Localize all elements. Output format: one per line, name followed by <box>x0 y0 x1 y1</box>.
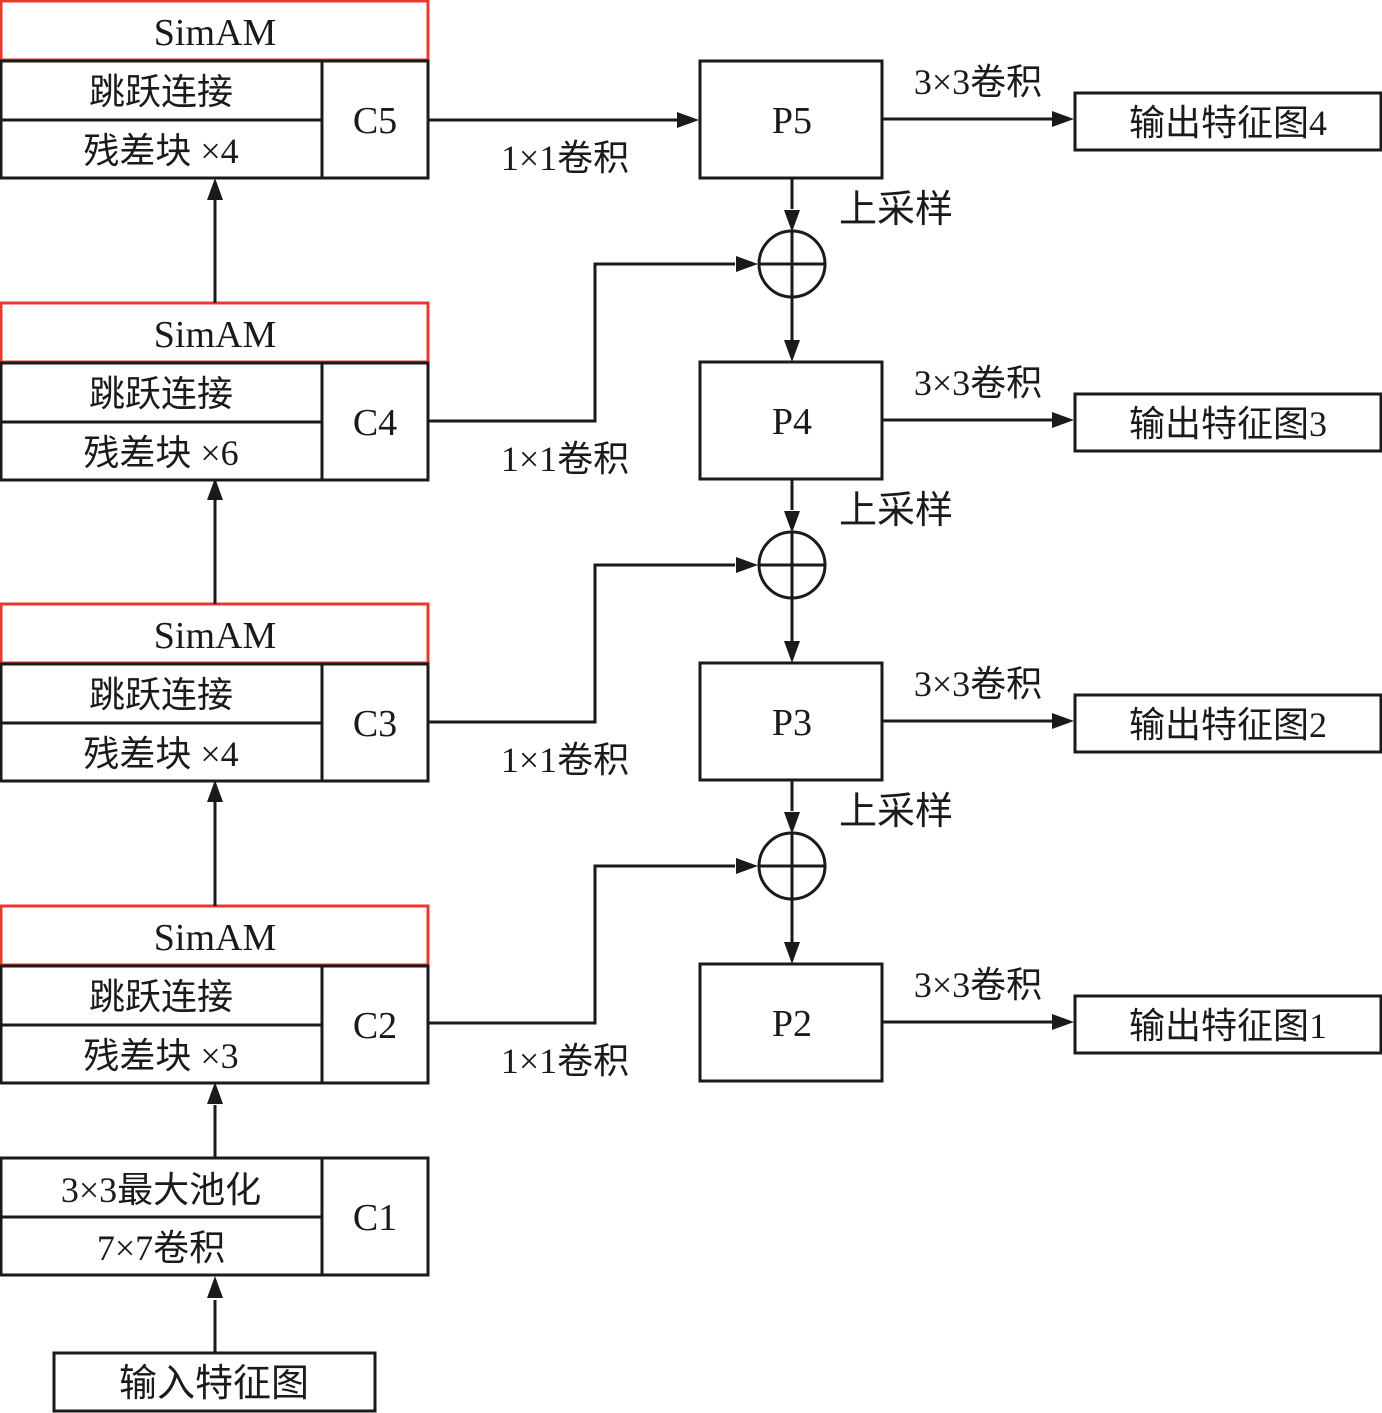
pyramid-label: P3 <box>772 702 812 744</box>
arrow-head <box>677 112 699 128</box>
arrow-head <box>736 256 758 272</box>
upsample-label: 上采样 <box>839 791 953 833</box>
lateral-line <box>428 262 735 423</box>
arrow-head <box>207 780 223 802</box>
upsample-label: 上采样 <box>839 490 953 532</box>
arrow-head <box>207 178 223 200</box>
skip-connection-label: 跳跃连接 <box>89 675 233 715</box>
upsample-label: 上采样 <box>839 189 953 231</box>
arrow-head <box>784 511 800 533</box>
output-feature-box <box>1073 91 1382 152</box>
simam-label: SimAM <box>154 314 276 356</box>
residual-blocks-label: 残差块 ×6 <box>83 433 238 473</box>
simam-label: SimAM <box>154 12 276 54</box>
add-node: 上采样 <box>757 479 953 663</box>
pyramid-label: P4 <box>772 401 812 443</box>
skip-connection-label: 跳跃连接 <box>89 72 233 112</box>
arrow-head <box>784 812 800 834</box>
c1-conv-label: 7×7卷积 <box>97 1228 225 1268</box>
c1-label: C1 <box>353 1197 397 1239</box>
skip-connection-label: 跳跃连接 <box>89 977 233 1017</box>
lateral-conv-label: 1×1卷积 <box>501 138 629 178</box>
output-conv-label: 3×3卷积 <box>914 363 1042 403</box>
output-conv-label: 3×3卷积 <box>914 664 1042 704</box>
arrow-head <box>1052 111 1074 127</box>
pyramid-label: P5 <box>772 100 812 142</box>
output-feature-label: 输出特征图1 <box>1129 1006 1327 1046</box>
output-feature-label: 输出特征图3 <box>1129 404 1327 444</box>
stage-label: C5 <box>353 100 397 142</box>
pyramid-label: P2 <box>772 1003 812 1045</box>
arrow-head <box>207 478 223 500</box>
lateral-line <box>428 563 735 724</box>
c1-block: 3×3最大池化 7×7卷积 C1 <box>0 1156 430 1277</box>
lateral-conv-label: 1×1卷积 <box>501 439 629 479</box>
arrow-head <box>736 557 758 573</box>
arrow-head <box>784 340 800 362</box>
residual-blocks-label: 残差块 ×4 <box>83 734 238 774</box>
stage-label: C3 <box>353 703 397 745</box>
arrow-head <box>784 210 800 232</box>
lateral-conv-label: 1×1卷积 <box>501 1041 629 1081</box>
arrow-head <box>1052 412 1074 428</box>
residual-blocks-label: 残差块 ×4 <box>83 131 238 171</box>
arrow-head <box>207 1082 223 1104</box>
simam-label: SimAM <box>154 917 276 959</box>
arrow-head <box>1052 713 1074 729</box>
add-node: 上采样 <box>757 178 953 362</box>
output-feature-label: 输出特征图4 <box>1129 103 1327 143</box>
arrow-head <box>736 858 758 874</box>
output-feature-box <box>1073 693 1382 754</box>
arrow-head <box>784 942 800 964</box>
arrow-head <box>784 641 800 663</box>
simam-label: SimAM <box>154 615 276 657</box>
stage-label: C2 <box>353 1005 397 1047</box>
output-conv-label: 3×3卷积 <box>914 62 1042 102</box>
output-feature-box <box>1073 392 1382 453</box>
residual-blocks-label: 残差块 ×3 <box>83 1036 238 1076</box>
output-feature-box <box>1073 994 1382 1055</box>
output-conv-label: 3×3卷积 <box>914 965 1042 1005</box>
skip-connection-label: 跳跃连接 <box>89 374 233 414</box>
add-node: 上采样 <box>757 780 953 964</box>
lateral-conv-label: 1×1卷积 <box>501 740 629 780</box>
arrow-head <box>207 1276 223 1298</box>
lateral-line <box>428 864 735 1025</box>
input-feature-map: 输入特征图 <box>52 1351 377 1413</box>
input-feature-map-label: 输入特征图 <box>119 1363 309 1405</box>
output-feature-label: 输出特征图2 <box>1129 705 1327 745</box>
stage-label: C4 <box>353 402 397 444</box>
arrow-head <box>1052 1014 1074 1030</box>
c1-maxpool-label: 3×3最大池化 <box>61 1170 261 1210</box>
